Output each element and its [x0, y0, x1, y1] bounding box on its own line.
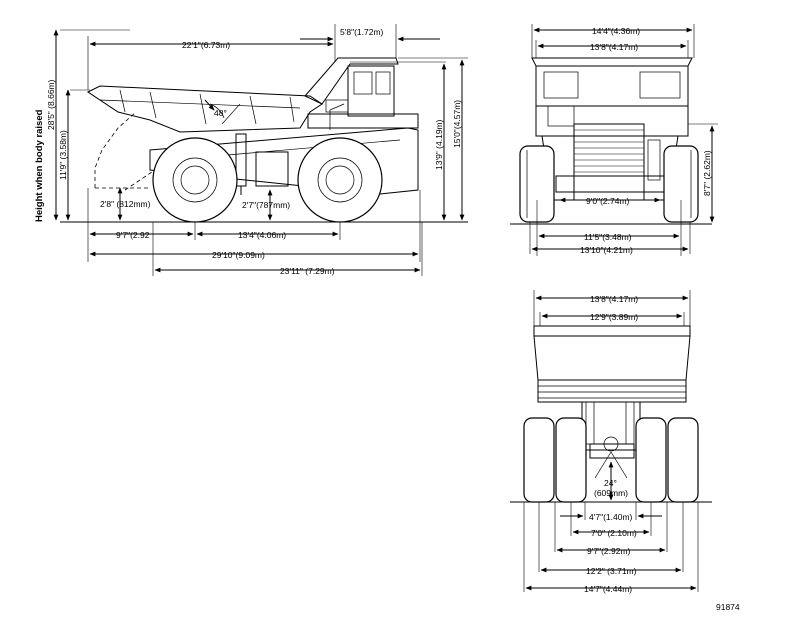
body-width-label: 13'8"(4.17m)	[590, 294, 638, 304]
raised-body-outline	[94, 111, 137, 188]
loading-height-label: 11'9" (3.58m)	[58, 130, 68, 180]
front-view: 14'4"(4.36m) 13'8"(4.17m) 8'7" (2.62m) 9…	[510, 24, 718, 256]
height-raised-caption: Height when body raised	[34, 109, 45, 222]
front-tread-label: 9'0"(2.74m)	[586, 196, 630, 206]
dump-body	[87, 57, 399, 133]
overall-width-label: 14'4"(4.36m)	[592, 26, 640, 36]
ground-clearance-label: 2'7"(787mm)	[242, 200, 290, 210]
front-height-label: 8'7" (2.62m)	[702, 150, 712, 196]
dual-centers-label: 12'2" (3.71m)	[586, 566, 637, 576]
body-length-label: 22'1"(6.73m)	[182, 40, 230, 50]
height-raised-value: 28'5" (8.66m)	[46, 79, 56, 130]
rear-tread-label: 9'7"(2.92m)	[587, 546, 631, 556]
inner-tread-label: 7'0" (2.10m)	[591, 528, 637, 538]
tire-overall-width-label: 13'10"(4.21m)	[580, 245, 633, 255]
clearance-angle-label: 24°	[604, 478, 617, 488]
height-canopy-label: 13'9" (4.19m)	[434, 119, 444, 170]
radiator-grille	[573, 123, 645, 177]
rear-dump-body	[533, 325, 691, 403]
body-inside-width-label: 12'9"(3.89m)	[590, 312, 638, 322]
rear-wheel	[152, 137, 238, 223]
rear-clearance-label: 2'8" (812mm)	[100, 199, 151, 209]
wheelbase-label: 13'4"(4.06m)	[238, 230, 286, 240]
canopy-to-rear-label: 5'8"(1.72m)	[340, 27, 384, 37]
height-rops-label: 15'0"(4.57m)	[452, 100, 462, 148]
clearance-height-label: (609mm)	[594, 488, 628, 498]
cab	[307, 65, 419, 129]
rear-overall-width-label: 14'7"(4.44m)	[584, 584, 632, 594]
overall-length-label: 29'10"(9.09m)	[212, 250, 265, 260]
inner-gap-label: 4'7"(1.40m)	[589, 512, 633, 522]
rear-inner-left-tire	[555, 417, 587, 503]
tire-center-width-label: 11'5"(3.48m)	[584, 232, 632, 242]
length-to-front-label: 23'11" (7.29m)	[280, 266, 335, 276]
rear-inner-right-tire	[635, 417, 667, 503]
hydraulic-cylinder	[255, 151, 289, 187]
canopy-width-label: 13'8"(4.17m)	[590, 42, 638, 52]
canopy	[531, 57, 693, 67]
side-view: 48° 22'1"(6.73m) 5'8"(1.72m) Height when…	[34, 24, 468, 276]
rear-outer-left-tire	[523, 417, 555, 503]
dump-angle-label: 48°	[214, 108, 227, 118]
rear-view: 24° (609mm) 13'8"(4.17m) 12'9"(3.89m) 4'…	[510, 290, 712, 594]
rear-outer-right-tire	[667, 417, 699, 503]
rear-overhang-label: 9'7"(2.92	[116, 230, 150, 240]
dump-angle-arc	[209, 103, 225, 119]
figure-number: 91874	[716, 602, 740, 612]
front-wheel	[297, 137, 383, 223]
